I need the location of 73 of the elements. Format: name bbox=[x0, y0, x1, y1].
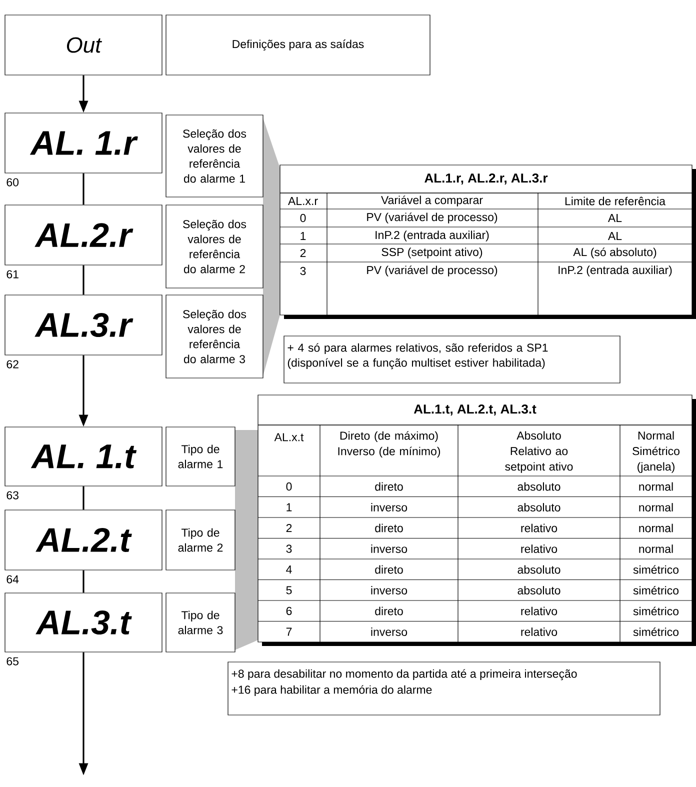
table-cell: absoluto bbox=[518, 482, 560, 491]
table-cell: 2 bbox=[300, 249, 306, 258]
table-cell: relativo bbox=[521, 606, 558, 616]
table-cell: normal bbox=[639, 503, 673, 512]
table-cell: 0 bbox=[300, 214, 306, 222]
display-box: AL. 1.t bbox=[4, 426, 162, 486]
table-cell: PV (variável de processo) bbox=[367, 212, 498, 224]
table-cell: AL bbox=[608, 232, 622, 240]
display-box: AL.2.r bbox=[4, 204, 162, 266]
table-cell: 3 bbox=[300, 266, 306, 276]
table-cell: inverso bbox=[371, 544, 408, 553]
table-cell: simétrico bbox=[633, 565, 679, 574]
description-box: Tipo de alarme 3 bbox=[166, 592, 236, 652]
table-cell: normal bbox=[639, 524, 673, 532]
column-header: Normal Simétrico (janela) bbox=[632, 431, 680, 473]
note-box: + 4 só para alarmes relativos, são referidos a SP1 (disponível se a função multiset estiver habilitada) bbox=[284, 336, 620, 384]
column-header: Direto (de máximo) Inverso (de mínimo) bbox=[338, 431, 440, 458]
table-cell: absoluto bbox=[518, 586, 560, 594]
menu-box: Out bbox=[4, 14, 162, 76]
table-cell: simétrico bbox=[633, 586, 679, 595]
table-cell: 2 bbox=[286, 524, 292, 532]
description-box: Tipo de alarme 1 bbox=[166, 426, 236, 486]
step-number: 62 bbox=[6, 360, 18, 368]
table-cell: 5 bbox=[286, 586, 292, 594]
table-cell: InP.2 (entrada auxiliar) bbox=[558, 266, 672, 276]
table-cell: direto bbox=[375, 565, 403, 574]
table-cell: 6 bbox=[286, 606, 292, 616]
table-cell: inverso bbox=[371, 628, 408, 636]
table-cell: direto bbox=[375, 524, 403, 532]
table-cell: normal bbox=[639, 482, 673, 491]
table-cell: relativo bbox=[521, 628, 558, 636]
table-cell: absoluto bbox=[518, 565, 560, 574]
column-header: AL.x.t bbox=[274, 433, 304, 442]
description-box: Seleção dos valores de referência do alarme 2 bbox=[166, 204, 264, 288]
display-box: AL.2.t bbox=[4, 510, 162, 570]
step-number: 60 bbox=[6, 178, 19, 186]
table-cell: 0 bbox=[286, 482, 292, 491]
step-number: 65 bbox=[6, 657, 18, 666]
table-cell: absoluto bbox=[518, 503, 560, 512]
table-cell: PV (variável de processo) bbox=[367, 266, 498, 276]
note-box: +8 para desabilitar no momento da partida até a primeira interseção +16 para habilitar a memória do alarme bbox=[228, 662, 660, 716]
table-cell: AL (só absoluto) bbox=[573, 248, 656, 258]
table-cell: 3 bbox=[286, 544, 292, 553]
column-header: AL.x.r bbox=[288, 197, 318, 205]
table-cell: inverso bbox=[371, 503, 408, 512]
table-cell: 7 bbox=[286, 628, 292, 636]
table-cell: simétrico bbox=[633, 627, 679, 636]
table-cell: inverso bbox=[371, 586, 408, 594]
column-header: Limite de referência bbox=[565, 196, 666, 206]
description-box: Seleção dos valores de referência do alarme 1 bbox=[166, 114, 264, 198]
table-cell: 4 bbox=[286, 566, 292, 574]
column-header: Absoluto Relativo ao setpoint ativo bbox=[505, 431, 573, 473]
table-cell: InP.2 (entrada auxiliar) bbox=[376, 230, 489, 242]
table-cell: relativo bbox=[521, 544, 558, 553]
table-cell: 1 bbox=[286, 503, 292, 512]
display-box: AL.3.t bbox=[4, 592, 162, 652]
column-header: Variável a comparar bbox=[381, 196, 483, 206]
table-cell: 1 bbox=[300, 232, 306, 240]
table-cell: normal bbox=[639, 544, 673, 553]
description-box: Tipo de alarme 2 bbox=[166, 510, 236, 570]
display-box: AL. 1.r bbox=[4, 112, 162, 174]
step-number: 64 bbox=[6, 575, 19, 584]
display-box: AL.3.r bbox=[4, 294, 162, 356]
description-box: Definições para as saídas bbox=[166, 14, 430, 76]
table-cell: relativo bbox=[521, 524, 558, 532]
table-cell: simétrico bbox=[633, 606, 679, 616]
table-cell: SSP (setpoint ativo) bbox=[382, 248, 482, 258]
table-cell: AL bbox=[608, 214, 622, 222]
table-cell: direto bbox=[375, 606, 403, 616]
table-cell: direto bbox=[375, 482, 403, 491]
step-number: 63 bbox=[6, 491, 18, 500]
step-number: 61 bbox=[6, 270, 18, 278]
description-box: Seleção dos valores de referência do alarme 3 bbox=[166, 294, 264, 378]
